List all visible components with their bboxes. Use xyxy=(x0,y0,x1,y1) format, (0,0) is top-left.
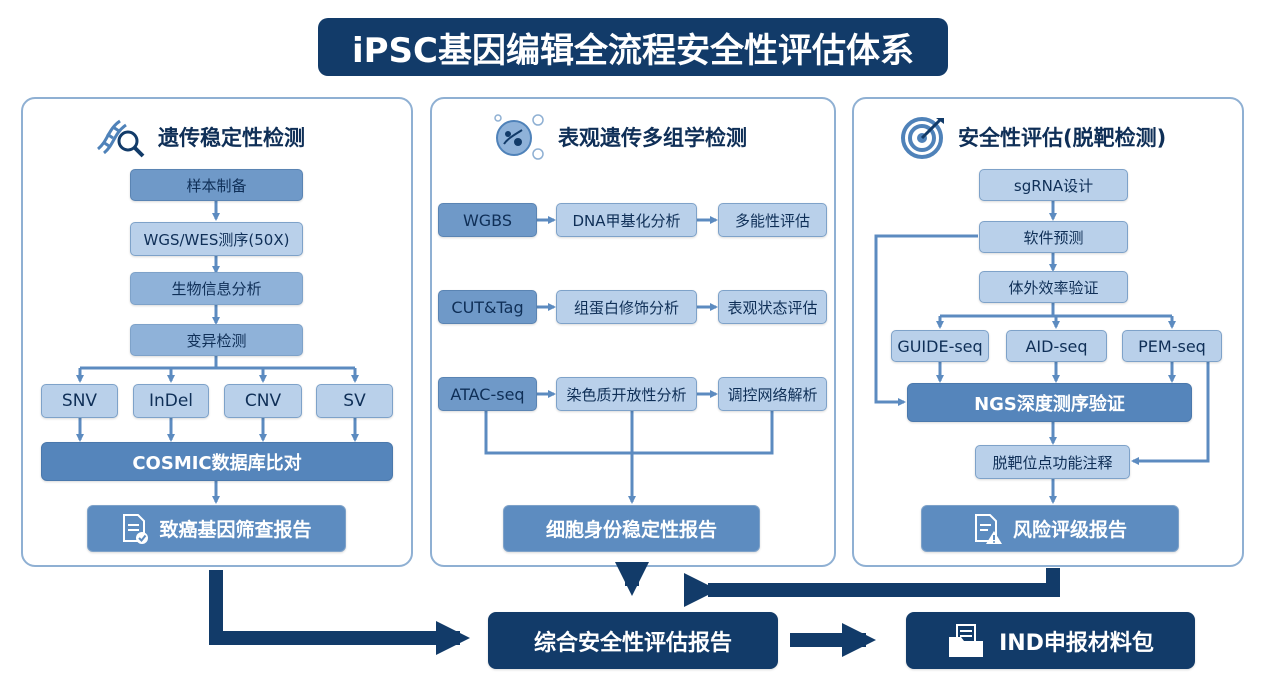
row3-network[interactable]: 调控网络解析 xyxy=(718,377,827,411)
panel-epigenetic-title: 表观遗传多组学检测 xyxy=(558,126,747,150)
risk-rating-report[interactable]: 风险评级报告 xyxy=(921,505,1179,552)
page-title: iPSC基因编辑全流程安全性评估体系 xyxy=(318,18,948,76)
document-warning-icon xyxy=(973,513,1003,545)
step-software-predict[interactable]: 软件预测 xyxy=(979,221,1128,253)
row2-epi-state[interactable]: 表观状态评估 xyxy=(718,290,827,324)
cell-identity-report[interactable]: 细胞身份稳定性报告 xyxy=(503,505,760,552)
panel-safety-header: 安全性评估(脱靶检测) xyxy=(900,114,1166,160)
variant-cnv[interactable]: CNV xyxy=(224,384,302,418)
dna-magnifier-icon xyxy=(94,115,148,159)
summary-report[interactable]: 综合安全性评估报告 xyxy=(488,612,778,669)
target-icon xyxy=(900,114,948,160)
panel-genetic-title: 遗传稳定性检测 xyxy=(158,126,305,150)
row3-chromatin[interactable]: 染色质开放性分析 xyxy=(556,377,697,411)
row2-cuttag[interactable]: CUT&Tag xyxy=(438,290,537,324)
risk-rating-report-label: 风险评级报告 xyxy=(1012,519,1127,541)
method-guide-seq[interactable]: GUIDE-seq xyxy=(891,330,989,362)
panel-safety-title: 安全性评估(脱靶检测) xyxy=(958,126,1167,150)
row1-pluripotency[interactable]: 多能性评估 xyxy=(718,203,827,237)
document-check-icon xyxy=(121,513,149,545)
variant-sv[interactable]: SV xyxy=(316,384,393,418)
folder-documents-icon xyxy=(947,623,987,659)
oncogene-report[interactable]: 致癌基因筛查报告 xyxy=(87,505,346,552)
arrow-predict-bypass xyxy=(874,234,978,406)
row1-dna-methylation[interactable]: DNA甲基化分析 xyxy=(556,203,697,237)
ngs-validation[interactable]: NGS深度测序验证 xyxy=(907,383,1192,422)
line-epi-merge xyxy=(484,411,774,455)
big-arrow-left-to-summary xyxy=(209,570,470,655)
ind-package[interactable]: IND申报材料包 xyxy=(906,612,1195,669)
step-invitro-validate[interactable]: 体外效率验证 xyxy=(979,271,1128,303)
big-arrow-right-to-summary xyxy=(698,568,1060,607)
offtarget-annotation[interactable]: 脱靶位点功能注释 xyxy=(975,445,1130,479)
step-variant-detection[interactable]: 变异检测 xyxy=(130,324,303,356)
step-sgrna-design[interactable]: sgRNA设计 xyxy=(979,169,1128,201)
row1-wgbs[interactable]: WGBS xyxy=(438,203,537,237)
cosmic-comparison[interactable]: COSMIC数据库比对 xyxy=(41,442,393,481)
oncogene-report-label: 致癌基因筛查报告 xyxy=(159,519,312,541)
panel-epigenetic-header: 表观遗传多组学检测 xyxy=(490,112,747,162)
cell-omics-icon xyxy=(490,112,548,162)
method-aid-seq[interactable]: AID-seq xyxy=(1006,330,1107,362)
variant-indel[interactable]: InDel xyxy=(133,384,209,418)
row2-histone[interactable]: 组蛋白修饰分析 xyxy=(556,290,697,324)
step-bioinformatics[interactable]: 生物信息分析 xyxy=(130,272,303,305)
variant-snv[interactable]: SNV xyxy=(41,384,118,418)
method-pem-seq[interactable]: PEM-seq xyxy=(1122,330,1222,362)
arrow-pem-annotation xyxy=(1131,362,1210,465)
step-sample-prep[interactable]: 样本制备 xyxy=(130,169,303,201)
panel-genetic-header: 遗传稳定性检测 xyxy=(94,115,305,159)
row3-atac[interactable]: ATAC-seq xyxy=(438,377,537,411)
step-wgs-wes[interactable]: WGS/WES测序(50X) xyxy=(130,222,303,256)
ind-package-label: IND申报材料包 xyxy=(999,630,1154,656)
